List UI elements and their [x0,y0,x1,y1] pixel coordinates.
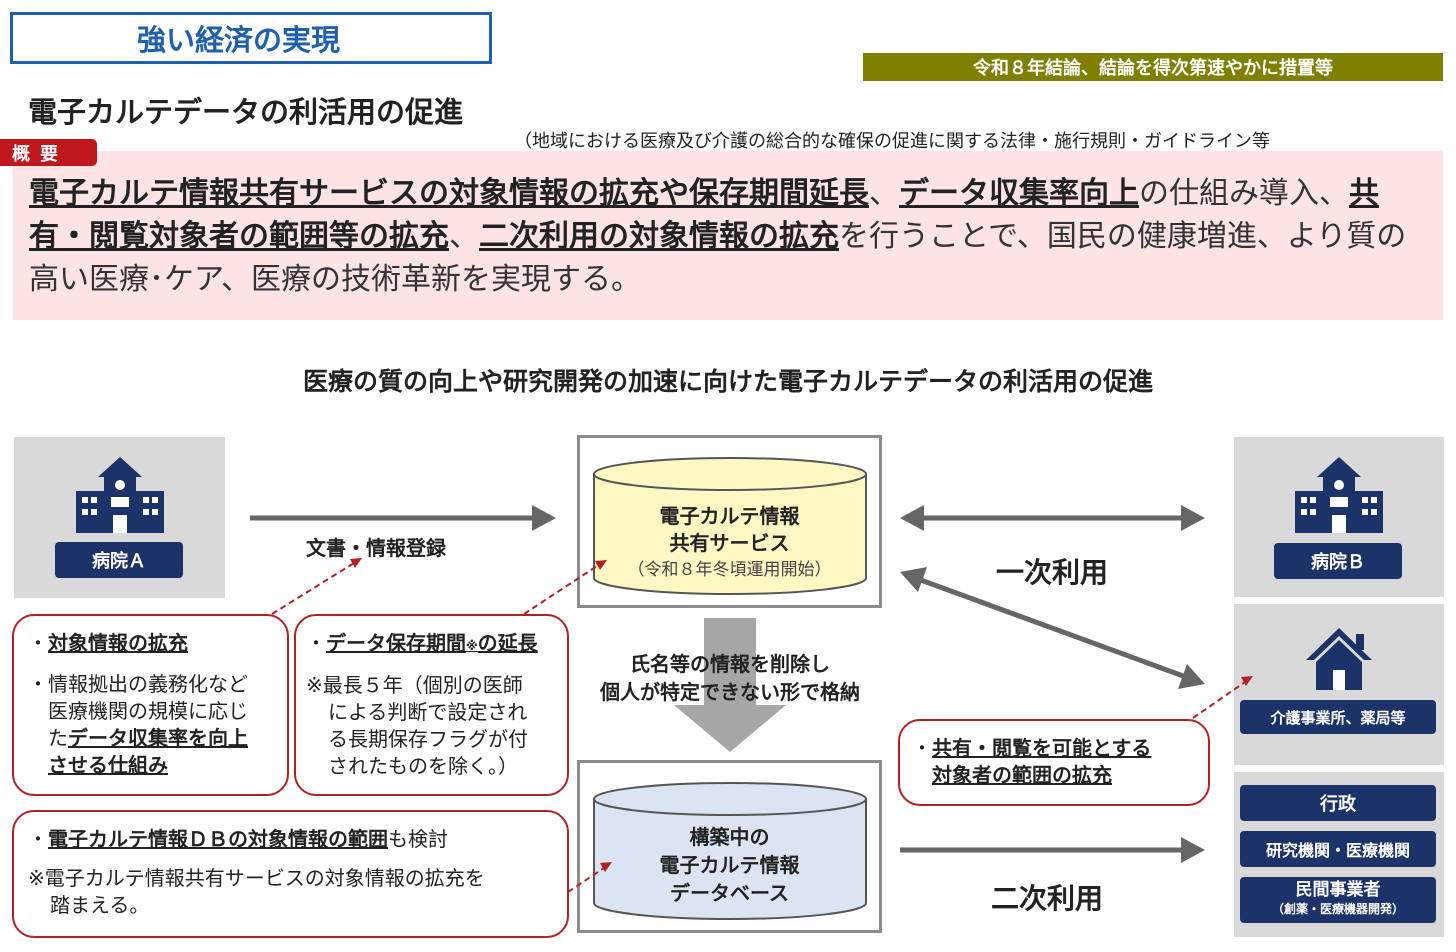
school-building-icon [1295,457,1383,533]
callout2-heading-b: の延長 [477,631,538,655]
overview-tag: 概要 [0,139,97,166]
ehr-sharing-service-frame: 電子カルテ情報 共有サービス （令和８年冬頃運用開始） [577,435,882,608]
callout2-heading-note: ※ [466,639,478,653]
callout3-line2: 踏まえる。 [50,893,150,917]
db-title-line1: 構築中の [689,825,770,849]
anonymize-label: 氏名等の情報を削除し 個人が特定できない形で格納 [581,650,879,706]
callout1-line3b: データ収集率を向上 [68,726,248,750]
overview-highlight-2: データ収集率向上 [899,176,1139,211]
callout3-heading: 電子カルテ情報ＤＢの対象情報の範囲 [48,827,388,851]
bullet-dot-icon: ・ [28,827,48,851]
secondary-users-box: 行政 研究機関・医療機関 民間事業者 （創薬・医療機器開発） [1234,772,1444,937]
db-title-line2: 電子カルテ情報 [659,853,800,877]
hospital-a-label: 病院Ａ [55,542,183,578]
primary-use-label: 一次利用 [996,556,1109,589]
overview-text-4: を行うことで、国民の健康増進、より質の高い医療･ケア、医療の技術革新を実現する。 [29,219,1407,297]
schedule-banner: 令和８年結論、結論を得次第速やかに措置等 [863,53,1443,81]
bullet-dot-icon: ・ [28,631,48,655]
svc-title-line1: 電子カルテ情報 [659,504,800,528]
bullet-dot-icon: ・ [28,672,48,696]
callout4-line1: 共有・閲覧を可能とする [932,736,1152,760]
callout-db-scope: ・電子カルテ情報ＤＢの対象情報の範囲も検討 ※電子カルテ情報共有サービスの対象情… [12,810,569,938]
callout1-line3a: た [48,726,68,750]
primary-use-arrow-care [917,576,1187,680]
bullet-dot-icon: ・ [306,631,326,655]
ehr-database-frame: 構築中の 電子カルテ情報 データベース [577,760,882,933]
theme-box: 強い経済の実現 [10,12,492,64]
callout-expand-target-info: ・対象情報の拡充 ・情報拠出の義務化など 医療機関の規模に応じ たデータ収集率を… [12,614,289,796]
overview-text-2: の仕組み導入、 [1139,176,1349,211]
anonymize-line2: 個人が特定できない形で格納 [600,680,860,704]
bullet-dot-icon: ・ [912,736,932,760]
secondary-use-label: 二次利用 [991,882,1104,915]
gov-label: 行政 [1240,785,1436,821]
diagram-title: 医療の質の向上や研究開発の加速に向けた電子カルテデータの利活用の促進 [302,367,1153,396]
private-sector-label: 民間事業者 （創薬・医療機器開発） [1240,877,1436,923]
schedule-label: 令和８年結論、結論を得次第速やかに措置等 [973,58,1333,79]
overview-box: 電子カルテ情報共有サービスの対象情報の拡充や保存期間延長、データ収集率向上の仕組… [13,151,1443,320]
callout2-heading-a: データ保存期間 [326,631,466,655]
hospital-a-box: 病院Ａ [14,437,225,598]
research-label: 研究機関・医療機関 [1240,831,1436,867]
hospital-b-box: 病院Ｂ [1234,437,1444,597]
overview-highlight-3: 共有・閲覧対象者の範囲等の拡充 [29,176,1379,254]
anonymize-line1: 氏名等の情報を削除し [630,652,830,676]
overview-highlight-4: 二次利用の対象情報の拡充 [479,219,839,254]
callout2-line3: る長期保存フラグが付 [328,727,528,751]
private-sector-title: 民間事業者 [1295,880,1381,900]
callout-viewer-scope: ・共有・閲覧を可能とする 対象者の範囲の拡充 [898,719,1210,806]
callout2-line1: ※最長５年（個別の医師 [306,673,523,697]
db-title-line3: データベース [670,881,789,905]
anonymize-arrow [674,618,786,752]
svc-title-line2: 共有サービス [669,531,790,555]
register-label: 文書・情報登録 [306,536,446,560]
callout2-line2: による判断で設定され [328,700,528,724]
callout2-line4: されたものを除く。） [328,754,518,778]
page-title: 電子カルテデータの利活用の促進 [28,95,464,129]
callout1-line2: 医療機関の規模に応じ [48,699,248,723]
overview-text-1: 、 [869,176,899,211]
law-note: （地域における医療及び介護の総合的な確保の促進に関する法律・施行規則・ガイドライ… [514,131,1270,152]
ehr-database-label: 構築中の 電子カルテ情報 データベース [580,823,879,907]
callout1-heading: 対象情報の拡充 [48,631,188,655]
overview-text-3: 、 [449,219,479,254]
callout1-line4: させる仕組み [48,753,168,777]
house-icon [1306,628,1372,690]
private-sector-sub: （創薬・医療機器開発） [1271,902,1404,916]
callout1-line1: 情報拠出の義務化など [48,672,248,696]
callout4-line2: 対象者の範囲の拡充 [932,763,1112,787]
database-cylinder-icon [593,782,867,920]
svc-start-date: （令和８年冬頃運用開始） [627,560,832,580]
database-cylinder-icon [593,457,867,595]
callout-retention-extension: ・データ保存期間※の延長 ※最長５年（個別の医師 による判断で設定され る長期保… [294,614,569,796]
overview-highlight-1: 電子カルテ情報共有サービスの対象情報の拡充や保存期間延長 [29,176,869,211]
care-facility-label: 介護事業所、薬局等 [1240,700,1436,734]
hospital-b-label: 病院Ｂ [1274,543,1402,579]
school-building-icon [76,457,164,533]
ehr-sharing-service-label: 電子カルテ情報 共有サービス （令和８年冬頃運用開始） [580,503,879,584]
theme-label: 強い経済の実現 [137,23,341,57]
care-facility-box: 介護事業所、薬局等 [1234,604,1444,765]
callout3-heading-tail: も検討 [388,827,448,851]
callout3-line1: ※電子カルテ情報共有サービスの対象情報の拡充を [28,866,485,890]
